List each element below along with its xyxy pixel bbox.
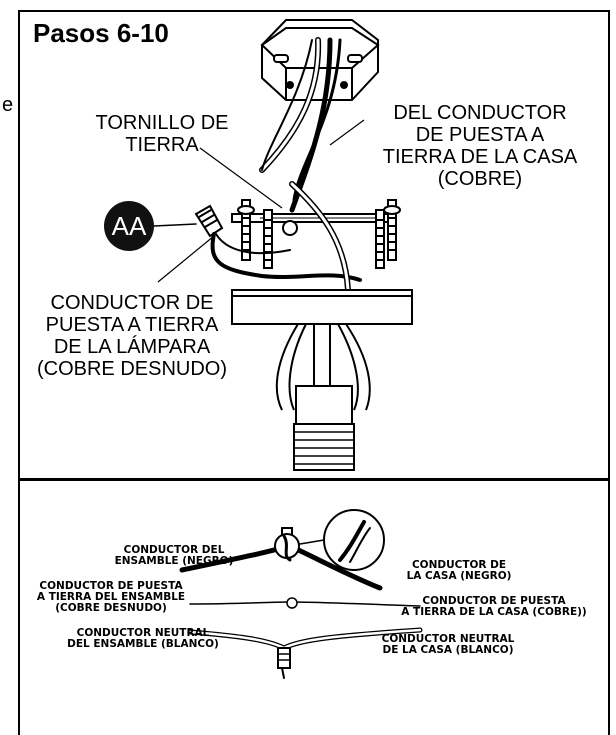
label-house-ground-line1: DEL CONDUCTOR <box>393 102 567 124</box>
label-house-ground-bottom-line2: A TIERRA DE LA CASA (COBRE)) <box>401 606 587 618</box>
label-house-black-line1: CONDUCTOR DE <box>411 559 507 571</box>
label-fixture-neutral-line2: DEL ENSAMBLE (BLANCO) <box>67 638 219 650</box>
label-fixture-neutral-line1: CONDUCTOR NEUTRAL <box>76 627 210 639</box>
bottom-panel-frame <box>18 479 610 735</box>
label-fixture-black-line2: ENSAMBLE (NEGRO) <box>114 555 234 567</box>
label-house-neutral-line1: CONDUCTOR NEUTRAL <box>381 633 515 645</box>
label-fixture-neutral: CONDUCTOR NEUTRAL DEL ENSAMBLE (BLANCO) <box>50 628 236 650</box>
label-leaders <box>157 119 365 283</box>
label-ground-screw-line2: TIERRA <box>125 134 199 156</box>
label-fixture-ground-line4: (COBRE DESNUDO) <box>36 358 227 380</box>
label-fixture-black: CONDUCTOR DEL ENSAMBLE (NEGRO) <box>104 545 244 567</box>
label-house-ground-bottom-line1: CONDUCTOR DE PUESTA <box>422 595 566 607</box>
label-house-ground-bottom: CONDUCTOR DE PUESTA A TIERRA DE LA CASA … <box>384 596 604 618</box>
label-ground-screw: TORNILLO DE TIERRA <box>82 112 242 156</box>
label-fixture-ground: CONDUCTOR DE PUESTA A TIERRA DE LA LÁMPA… <box>26 292 238 380</box>
strap-screws <box>237 199 401 269</box>
label-fixture-ground-line3: DE LA LÁMPARA <box>53 336 211 358</box>
label-house-ground: DEL CONDUCTOR DE PUESTA A TIERRA DE LA C… <box>364 102 596 190</box>
splice-drawing <box>179 509 423 679</box>
wire-nut <box>194 204 224 238</box>
label-house-ground-line4: (COBRE) <box>437 168 523 190</box>
label-fixture-ground-bottom-line2: A TIERRA DEL ENSAMBLE <box>36 591 186 603</box>
label-house-neutral-line2: DE LA CASA (BLANCO) <box>382 644 514 656</box>
label-house-ground-line3: TIERRA DE LA CASA <box>382 146 578 168</box>
cropped-text-fragment: e <box>2 94 14 116</box>
label-fixture-black-line1: CONDUCTOR DEL <box>123 544 225 556</box>
label-fixture-ground-line2: PUESTA A TIERRA <box>45 314 219 336</box>
fixture-wires <box>153 181 362 293</box>
fixture-canopy <box>231 289 413 325</box>
step-title: Pasos 6-10 <box>33 18 169 48</box>
mounting-strap <box>231 213 397 223</box>
label-fixture-ground-bottom: CONDUCTOR DE PUESTA A TIERRA DEL ENSAMBL… <box>26 581 196 614</box>
label-house-ground-line2: DE PUESTA A <box>415 124 545 146</box>
label-house-black-line2: LA CASA (NEGRO) <box>406 570 512 582</box>
label-ground-screw-line1: TORNILLO DE <box>95 112 229 134</box>
label-fixture-ground-bottom-line1: CONDUCTOR DE PUESTA <box>39 580 183 592</box>
label-fixture-ground-bottom-line3: (COBRE DESNUDO) <box>55 602 167 614</box>
fixture-body <box>275 323 371 471</box>
label-house-black: CONDUCTOR DE LA CASA (NEGRO) <box>384 560 534 582</box>
label-fixture-ground-line1: CONDUCTOR DE <box>50 292 214 314</box>
label-house-neutral: CONDUCTOR NEUTRAL DE LA CASA (BLANCO) <box>358 634 538 656</box>
badge-aa: AA <box>104 201 154 251</box>
